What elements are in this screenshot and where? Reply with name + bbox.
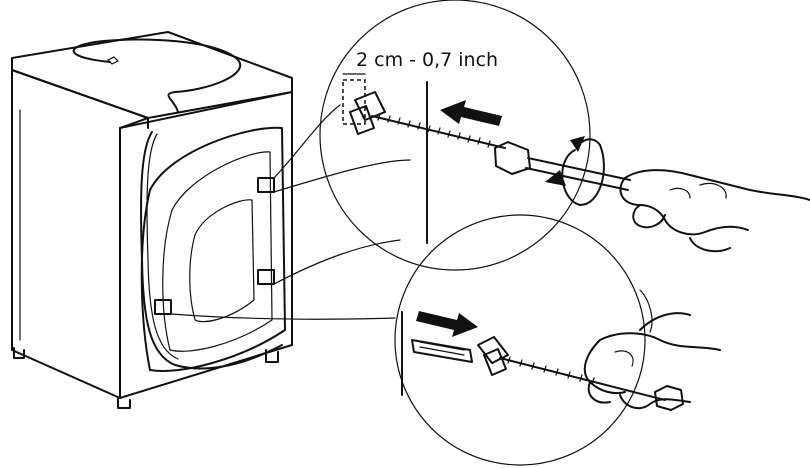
measurement-label: 2 cm - 0,7 inch xyxy=(356,49,498,71)
magnifier-remove-detail xyxy=(394,214,721,466)
arrow-right xyxy=(416,311,478,337)
transit-bolt-top xyxy=(257,177,275,193)
magnifier-unscrew-detail: 2 cm - 0,7 inch xyxy=(319,0,810,271)
machine-back-panel xyxy=(119,91,293,399)
drum-cover xyxy=(140,126,286,372)
magnifier-circle-top xyxy=(319,0,591,271)
power-cord xyxy=(72,38,242,113)
machine-top-panel xyxy=(11,31,293,119)
machine-foot-right xyxy=(265,349,279,363)
plastic-spacer xyxy=(411,339,473,363)
machine-side-panel xyxy=(11,69,121,399)
hex-bolt-head xyxy=(654,385,684,411)
hand-lower xyxy=(583,312,721,410)
machine-foot-left xyxy=(13,347,25,359)
washing-machine xyxy=(11,31,411,409)
hand-upper xyxy=(619,169,810,253)
arrow-left xyxy=(440,100,502,126)
transit-bolt-bottom xyxy=(154,299,172,315)
transit-bolt-middle xyxy=(257,269,275,285)
magnifier-circle-bottom xyxy=(394,214,646,466)
drain-hose xyxy=(140,131,283,370)
measurement-bracket xyxy=(342,79,366,125)
threaded-bolt-bottom xyxy=(499,357,666,401)
machine-foot-front xyxy=(117,397,131,409)
